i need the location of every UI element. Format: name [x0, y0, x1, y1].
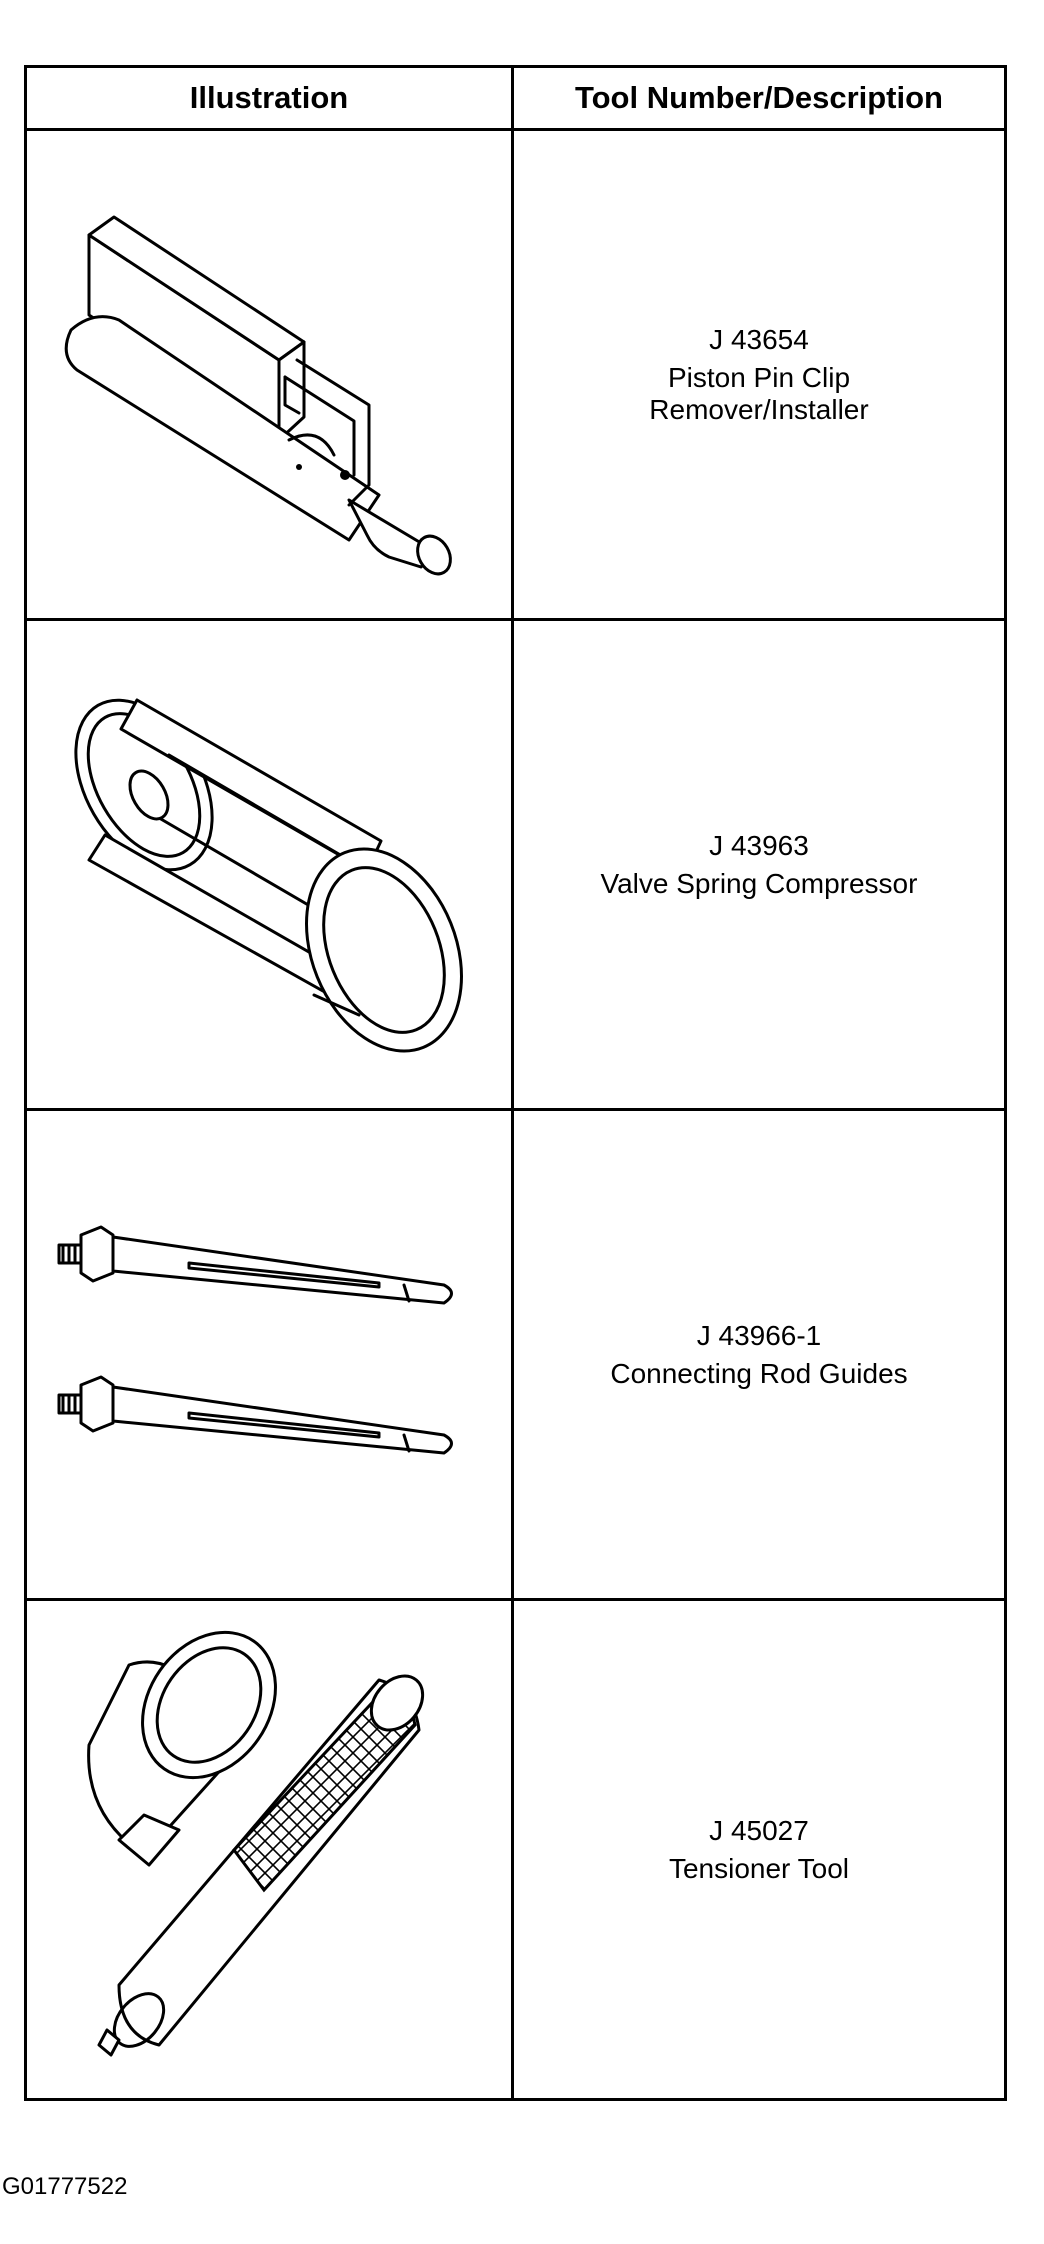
tool-description-cell: J 43963 Valve Spring Compressor — [511, 618, 1007, 1111]
connecting-rod-guides-icon — [57, 1225, 453, 1454]
illustration-cell — [24, 1598, 514, 2101]
tool-description-cell: J 45027 Tensioner Tool — [511, 1598, 1007, 2101]
illustration-header: Illustration — [24, 65, 514, 131]
tool-number: J 45027 — [709, 1814, 809, 1846]
tool-number: J 43963 — [709, 829, 809, 861]
valve-spring-compressor-icon — [74, 698, 463, 1053]
illustration-cell — [24, 1108, 514, 1601]
piston-pin-clip-tool-icon — [64, 215, 452, 575]
illustration-cell — [24, 128, 514, 621]
figure-id: G01777522 — [2, 2173, 128, 2200]
tool-description: Piston Pin Clip Remover/Installer — [649, 361, 869, 425]
table-row: J 43963 Valve Spring Compressor — [24, 618, 1007, 1111]
tensioner-tool-icon — [87, 1630, 425, 2056]
tool-description-cell: J 43654 Piston Pin Clip Remover/Installe… — [511, 128, 1007, 621]
table-row: J 43966-1 Connecting Rod Guides — [24, 1108, 1007, 1601]
table-header-row: Illustration Tool Number/Description — [24, 65, 1007, 131]
tool-description-header: Tool Number/Description — [511, 65, 1007, 131]
tool-description: Tensioner Tool — [668, 1852, 850, 1884]
tool-number: J 43966-1 — [696, 1319, 822, 1351]
tool-table: Illustration Tool Number/Description — [24, 65, 1007, 2101]
tool-description-cell: J 43966-1 Connecting Rod Guides — [511, 1108, 1007, 1601]
tool-description: Valve Spring Compressor — [600, 867, 918, 899]
tool-description: Connecting Rod Guides — [610, 1357, 908, 1389]
table-row: J 43654 Piston Pin Clip Remover/Installe… — [24, 128, 1007, 621]
tool-number: J 43654 — [709, 323, 809, 355]
table-row: J 45027 Tensioner Tool — [24, 1598, 1007, 2101]
illustration-cell — [24, 618, 514, 1111]
